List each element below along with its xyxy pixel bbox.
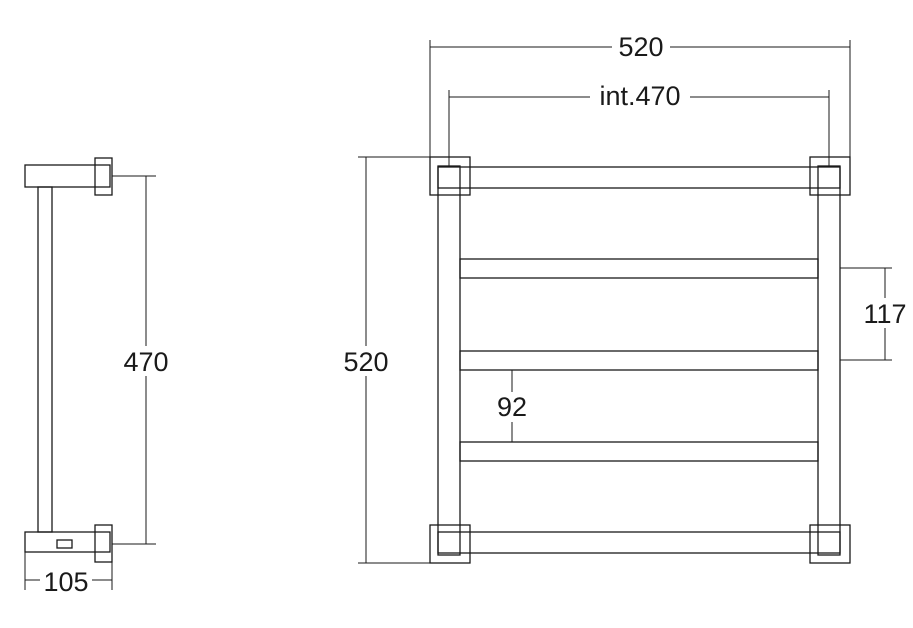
bar-3 — [459, 441, 819, 462]
side-vertical-tube — [37, 186, 53, 533]
bar-pitch-label: 117 — [863, 299, 906, 329]
bottom-rail — [437, 531, 841, 554]
bracket-bottom-right — [809, 524, 851, 564]
spacing-label-mask — [490, 392, 534, 422]
side-valve — [56, 539, 73, 549]
side-view: 470 105 — [24, 157, 172, 597]
side-height-label-mask — [120, 346, 172, 376]
overall-width-label: 520 — [618, 32, 663, 62]
height-label-mask — [339, 346, 393, 376]
bracket-top-left — [429, 156, 471, 196]
width-label-mask — [612, 30, 670, 60]
bracket-top-right — [809, 156, 851, 196]
overall-height-label: 520 — [343, 347, 388, 377]
side-top-arm — [24, 164, 111, 188]
side-bottom-arm — [24, 531, 111, 553]
bracket-bottom-left — [429, 524, 471, 564]
side-depth-label-mask — [40, 568, 92, 594]
internal-width-label: int.470 — [599, 81, 680, 111]
int-width-label-mask — [590, 80, 690, 110]
side-height-label: 470 — [123, 347, 168, 377]
pitch-label-mask — [860, 298, 910, 328]
bar-1 — [459, 258, 819, 279]
left-upright — [437, 165, 461, 556]
rail-spacing-label: 92 — [497, 392, 527, 422]
top-rail — [437, 166, 841, 189]
right-upright — [817, 165, 841, 556]
side-depth-label: 105 — [43, 567, 88, 597]
front-view: 520 int.470 520 92 117 — [339, 30, 910, 564]
bar-2 — [459, 350, 819, 371]
